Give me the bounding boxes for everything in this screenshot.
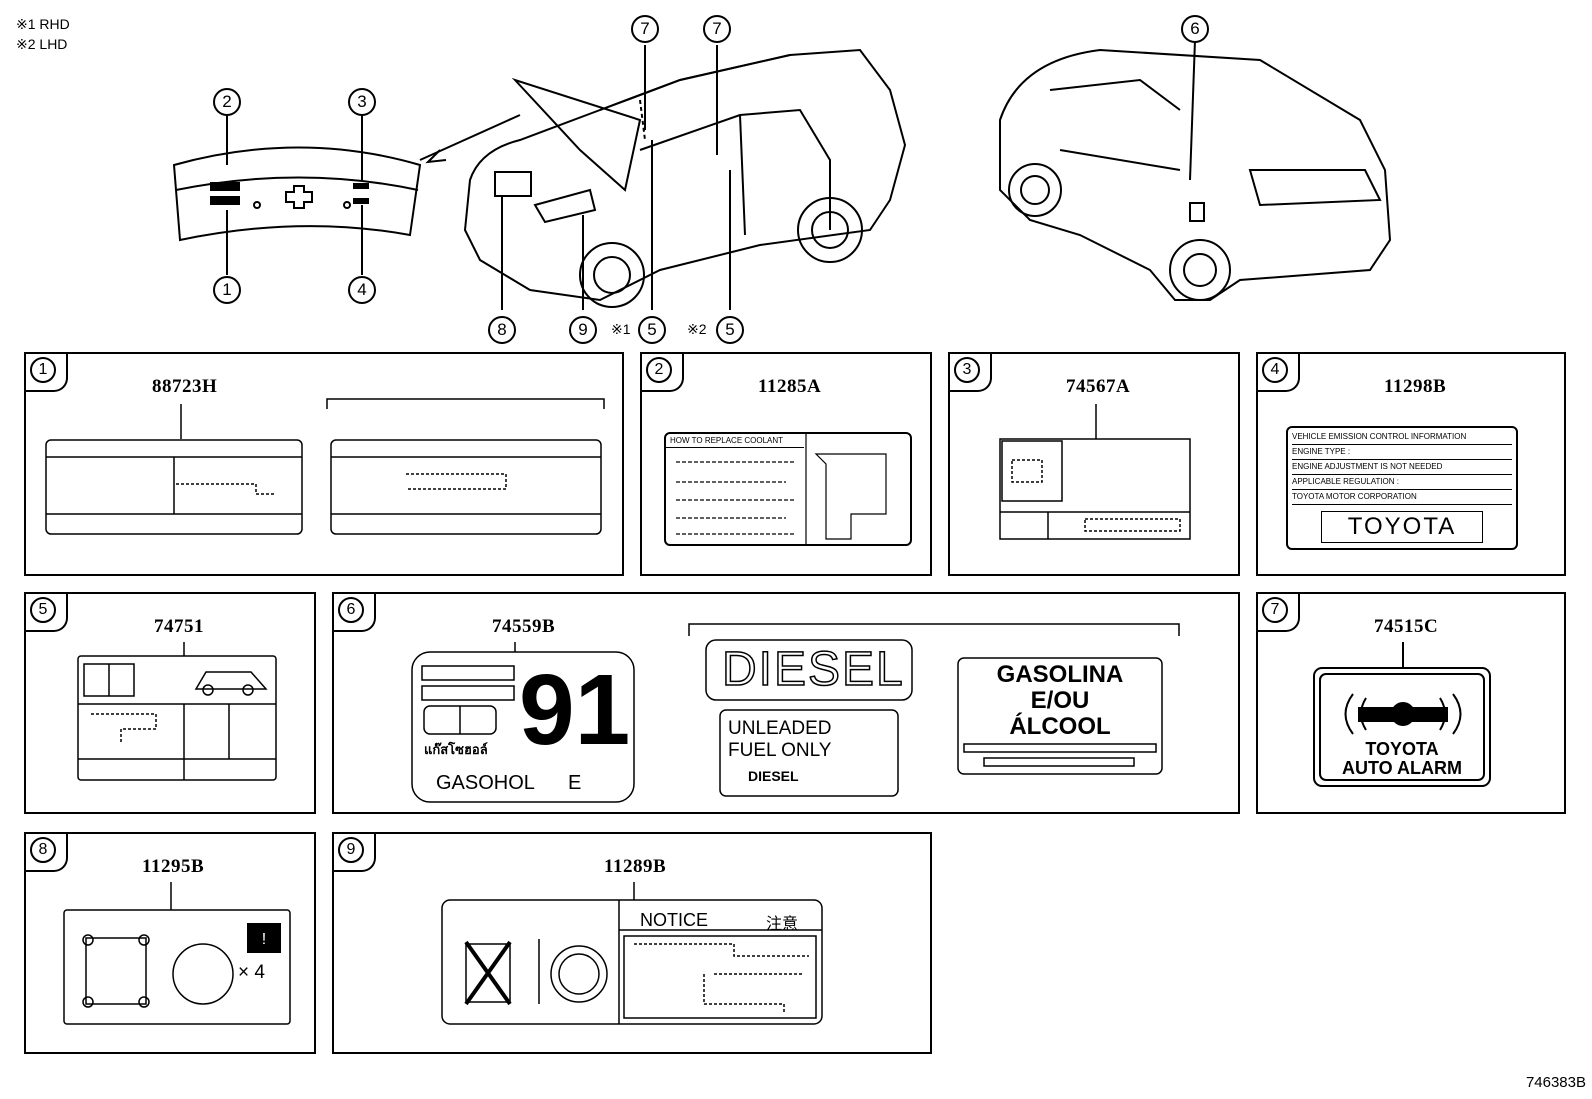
callout-3: 3 — [348, 88, 376, 116]
svg-text:!: ! — [262, 931, 266, 948]
part-number: 74751 — [154, 616, 204, 637]
gasohol-text: GASOHOL — [436, 772, 535, 794]
part-number: 11298B — [1384, 376, 1447, 397]
label-2-drawing — [676, 434, 887, 546]
panel-badge: 9 — [332, 832, 376, 872]
gasohol-suffix: E — [568, 772, 582, 794]
diesel-label: DIESEL — [721, 642, 905, 697]
panel-4: 4 11298B VEHICLE EMISSION CONTROL INFORM… — [1256, 352, 1566, 576]
note-rhd-mark: ※1 — [611, 321, 631, 337]
panel-badge: 2 — [640, 352, 684, 392]
panel-badge: 6 — [332, 592, 376, 632]
legend: ※1 RHD ※2 LHD — [16, 14, 70, 54]
panel-7: 7 74515C TOYOTA AUTO ALARM — [1256, 592, 1566, 814]
part-number: 74515C — [1374, 616, 1439, 637]
panel-badge: 7 — [1256, 592, 1300, 632]
part-number: 88723H — [152, 376, 218, 397]
gasolina-line-2: E/OU — [1030, 687, 1090, 714]
gasolina-label: GASOLINA E/OU ÁLCOOL — [967, 662, 1153, 740]
part-number: 74559B — [492, 616, 556, 637]
panel-2: 2 11285A HOW TO REPLACE COOLANT — [640, 352, 932, 576]
hood-underside-drawing — [172, 114, 521, 242]
panel-6: 6 74559B 91 แก๊สโซฮอล์ GASOHOL E DIESEL … — [332, 592, 1240, 814]
unleaded-line-1: UNLEADED — [728, 718, 832, 739]
part-number: 11285A — [758, 376, 822, 397]
callout-8: 8 — [488, 316, 516, 344]
panel-8: 8 11295B ! × 4 — [24, 832, 316, 1054]
vehicle-illustrations — [172, 39, 1392, 310]
octane-number: 91 — [519, 654, 631, 766]
callout-7b: 7 — [703, 15, 731, 43]
part-number: 11289B — [604, 856, 667, 877]
label-9-drawing — [441, 882, 823, 1025]
label-7-drawing — [1313, 642, 1491, 787]
unleaded-line-2: FUEL ONLY — [728, 740, 832, 761]
panel-badge: 3 — [948, 352, 992, 392]
legend-rhd: ※1 RHD — [16, 16, 70, 32]
label-4-line-5: TOYOTA MOTOR CORPORATION — [1292, 490, 1512, 505]
callout-9: 9 — [569, 316, 597, 344]
alarm-line-1: TOYOTA — [1365, 739, 1439, 759]
callout-7a: 7 — [631, 15, 659, 43]
label-2-header: HOW TO REPLACE COOLANT — [666, 434, 804, 448]
label-3-drawing — [999, 404, 1191, 540]
legend-lhd: ※2 LHD — [16, 36, 68, 52]
panel-5: 5 74751 — [24, 592, 316, 814]
notice-title: NOTICE — [640, 910, 709, 930]
label-4-line-2: ENGINE TYPE : — [1292, 445, 1512, 460]
callout-6: 6 — [1181, 15, 1209, 43]
label-location-marks — [210, 182, 369, 205]
part-number: 11295B — [142, 856, 205, 877]
panel-badge: 4 — [1256, 352, 1300, 392]
label-8-drawing: ! — [63, 882, 291, 1025]
panel-1: 1 88723H — [24, 352, 624, 576]
part-number: 74567A — [1066, 376, 1131, 397]
thai-gasohol-text: แก๊สโซฮอล์ — [424, 742, 488, 757]
label-4-line-3: ENGINE ADJUSTMENT IS NOT NEEDED — [1292, 460, 1512, 475]
label-6-drawing — [411, 623, 1180, 803]
gasolina-line-1: GASOLINA — [996, 661, 1124, 688]
rear-car-drawing — [999, 39, 1392, 301]
panel-badge: 1 — [24, 352, 68, 392]
callout-4: 4 — [348, 276, 376, 304]
panel-badge: 8 — [24, 832, 68, 872]
panel-3: 3 74567A — [948, 352, 1240, 576]
panel-badge: 5 — [24, 592, 68, 632]
gasolina-line-3: ÁLCOOL — [1009, 713, 1111, 740]
notice-jp-title: 注意 — [766, 914, 799, 933]
label-4-line-4: APPLICABLE REGULATION : — [1292, 475, 1512, 490]
diagram-code: 746383B — [1525, 1074, 1586, 1091]
callout-2: 2 — [213, 88, 241, 116]
front-car-drawing — [463, 48, 907, 308]
alarm-text: TOYOTA AUTO ALARM — [1320, 740, 1484, 778]
callout-5b: 5 — [716, 316, 744, 344]
label-1-drawings — [45, 398, 605, 535]
label-4-line-1: VEHICLE EMISSION CONTROL INFORMATION — [1292, 430, 1512, 445]
alarm-line-2: AUTO ALARM — [1342, 758, 1462, 778]
label-5-drawing — [77, 642, 277, 781]
callout-5a: 5 — [638, 316, 666, 344]
label-2: HOW TO REPLACE COOLANT — [664, 432, 912, 546]
label-4-brand: TOYOTA — [1321, 511, 1483, 543]
callout-1: 1 — [213, 276, 241, 304]
panel-9: 9 11289B NOTICE 注意 — [332, 832, 932, 1054]
multiplier-text: × 4 — [238, 962, 265, 983]
label-4: VEHICLE EMISSION CONTROL INFORMATION ENG… — [1286, 426, 1518, 550]
diesel-crossed-text: DIESEL — [748, 768, 799, 784]
note-lhd-mark: ※2 — [687, 321, 707, 337]
